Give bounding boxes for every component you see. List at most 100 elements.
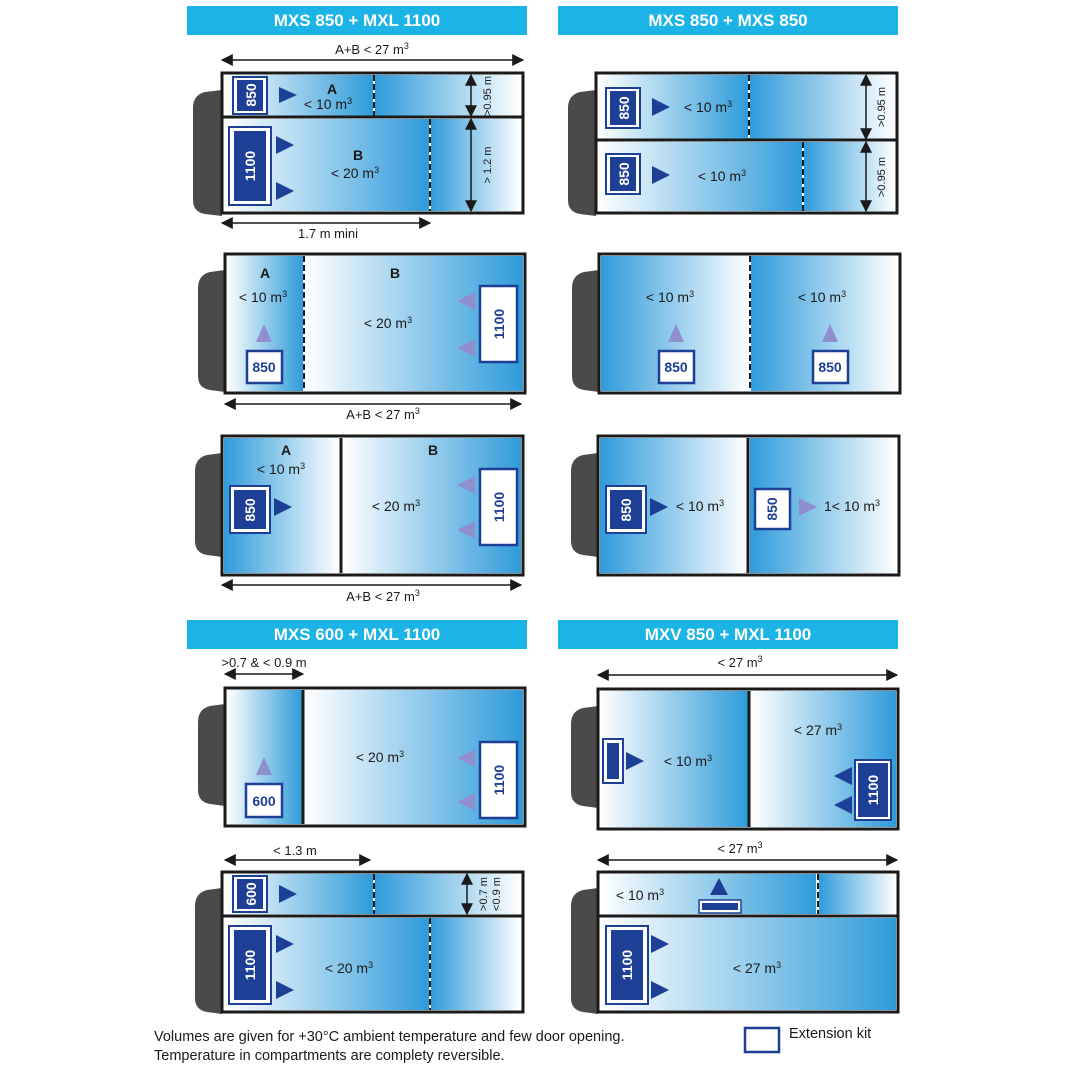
svg-text:1100: 1100 [242, 950, 258, 981]
airflow-arrow-icon [274, 498, 292, 516]
svg-text:>0.95 m: >0.95 m [876, 87, 888, 127]
svg-text:A: A [281, 442, 291, 458]
header-mxs600-mxl1100: MXS 600 + MXL 1100 [187, 620, 527, 649]
truck-right-1: 850 < 10 m3 850 < 10 m3 >0.95 m >0.95 m [568, 71, 899, 216]
unit-850-box: 850 [657, 349, 696, 385]
unit-mxv-box [602, 738, 624, 784]
legend-extension-kit: Extension kit [743, 1026, 871, 1054]
truck-right-2: < 10 m3 850 < 10 m3 850 [572, 252, 902, 395]
truck-right-4: < 27 m3 < 10 m3 < 27 m3 1100 [571, 654, 900, 831]
airflow-arrow-icon [668, 324, 684, 342]
cab-icon [568, 90, 596, 216]
svg-text:< 10 m3: < 10 m3 [304, 96, 352, 112]
svg-text:> 1.2 m: > 1.2 m [482, 147, 494, 184]
airflow-arrow-icon [822, 324, 838, 342]
cab-icon [571, 706, 598, 808]
svg-text:A: A [327, 81, 337, 97]
header-mxs850-mxs850: MXS 850 + MXS 850 [558, 6, 898, 35]
svg-text:1100: 1100 [242, 151, 258, 182]
cab-icon [195, 453, 222, 557]
svg-text:>0.7 & < 0.9 m: >0.7 & < 0.9 m [221, 655, 306, 670]
svg-text:< 1.3 m: < 1.3 m [273, 843, 317, 858]
svg-text:< 27 m3: < 27 m3 [733, 960, 781, 976]
svg-text:< 20 m3: < 20 m3 [325, 960, 373, 976]
unit-600-box: 600 [232, 875, 268, 913]
truck-right-5: < 27 m3 < 10 m3 1100 < 27 m3 [571, 840, 900, 1014]
airflow-arrow-icon [279, 885, 297, 903]
airflow-arrow-icon [457, 521, 475, 539]
svg-text:< 27 m3: < 27 m3 [717, 654, 762, 670]
svg-text:< 20 m3: < 20 m3 [372, 498, 420, 514]
svg-text:>0.95 m: >0.95 m [876, 157, 888, 197]
svg-text:< 10 m3: < 10 m3 [257, 461, 305, 477]
svg-text:<0.9 m: <0.9 m [491, 877, 503, 911]
unit-1100-box: 1100 [478, 284, 519, 364]
unit-850-box: 850 [605, 485, 647, 534]
svg-text:B: B [353, 147, 363, 163]
svg-text:600: 600 [252, 793, 276, 809]
svg-text:Volumes are given for +30°C am: Volumes are given for +30°C ambient temp… [154, 1029, 625, 1045]
unit-850-box: 850 [811, 349, 850, 385]
svg-text:Temperature in compartments ar: Temperature in compartments are complety… [154, 1048, 505, 1064]
cab-icon [198, 704, 225, 806]
svg-text:600: 600 [243, 882, 259, 906]
airflow-arrow-icon [650, 498, 668, 516]
svg-text:< 10 m3: < 10 m3 [798, 289, 846, 305]
unit-1100-box: 1100 [478, 740, 519, 820]
svg-text:850: 850 [664, 359, 688, 375]
cab-icon [198, 270, 225, 392]
unit-1100-box: 1100 [605, 925, 649, 1005]
extension-kit-icon [743, 1026, 781, 1054]
svg-text:< 10 m3: < 10 m3 [239, 289, 287, 305]
footer-note: Volumes are given for +30°C ambient temp… [154, 1029, 625, 1064]
truck-left-3: A < 10 m3 850 B < 20 m3 1100 A+B < 27 m3 [195, 434, 525, 604]
svg-text:>0.95 m: >0.95 m [482, 76, 494, 116]
unit-1100-box: 1100 [228, 126, 272, 206]
airflow-arrow-icon [256, 757, 272, 775]
cab-icon [571, 888, 598, 1014]
unit-850-box: 850 [232, 76, 268, 115]
airflow-arrow-icon [256, 324, 272, 342]
airflow-arrow-icon [276, 182, 294, 200]
airflow-arrow-icon [710, 878, 728, 895]
svg-text:1< 10 m3: 1< 10 m3 [824, 498, 880, 514]
svg-text:MXS 850 + MXL 1100: MXS 850 + MXL 1100 [274, 11, 440, 30]
unit-1100-box: 1100 [478, 467, 519, 547]
svg-text:1100: 1100 [619, 950, 635, 981]
svg-text:< 20 m3: < 20 m3 [364, 315, 412, 331]
svg-text:< 27 m3: < 27 m3 [717, 840, 762, 856]
svg-text:850: 850 [243, 83, 259, 107]
svg-text:850: 850 [618, 498, 634, 522]
svg-text:< 10 m3: < 10 m3 [684, 99, 732, 115]
airflow-arrow-icon [457, 292, 475, 310]
unit-850-box: 850 [605, 87, 641, 129]
svg-text:< 10 m3: < 10 m3 [646, 289, 694, 305]
unit-1100-box: 1100 [228, 925, 272, 1005]
svg-text:< 10 m3: < 10 m3 [664, 753, 712, 769]
svg-text:850: 850 [252, 359, 276, 375]
cab-icon [193, 90, 222, 216]
header-mxs850-mxl1100: MXS 850 + MXL 1100 [187, 6, 527, 35]
svg-text:A+B < 27 m3: A+B < 27 m3 [346, 588, 420, 604]
airflow-arrow-icon [457, 749, 475, 767]
svg-text:850: 850 [616, 162, 632, 186]
svg-text:>0.7 m: >0.7 m [478, 877, 490, 911]
unit-850-box: 850 [229, 485, 271, 534]
svg-text:1100: 1100 [491, 765, 507, 796]
svg-text:< 10 m3: < 10 m3 [616, 887, 664, 903]
truck-left-2: A < 10 m3 850 B < 20 m3 1100 A+B < 27 m3 [198, 252, 527, 422]
airflow-arrow-icon [651, 981, 669, 999]
truck-left-4: >0.7 & < 0.9 m 600 < 20 m3 1100 [198, 655, 527, 828]
header-mxv850-mxl1100: MXV 850 + MXL 1100 [558, 620, 898, 649]
svg-text:B: B [428, 442, 438, 458]
airflow-arrow-icon [279, 87, 297, 103]
airflow-arrow-icon [626, 752, 644, 770]
cab-icon [195, 888, 222, 1014]
svg-text:1100: 1100 [865, 775, 881, 806]
airflow-arrow-icon [457, 476, 475, 494]
svg-text:< 10 m3: < 10 m3 [676, 498, 724, 514]
unit-850-box: 850 [605, 153, 641, 195]
airflow-arrow-icon [834, 767, 852, 785]
svg-text:A+B < 27 m3: A+B < 27 m3 [335, 41, 409, 57]
